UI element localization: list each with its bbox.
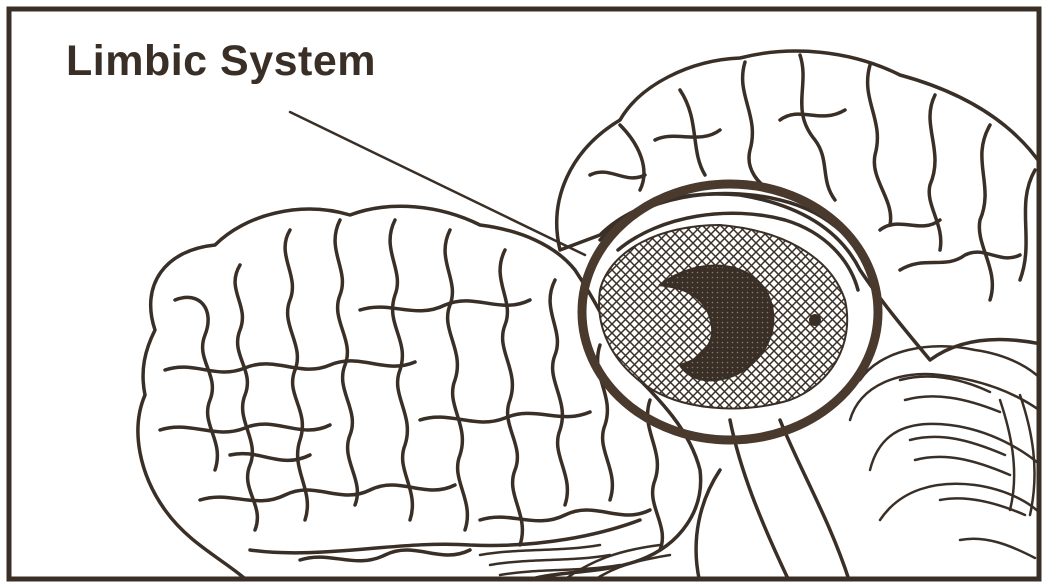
diagram-title: Limbic System bbox=[66, 40, 376, 83]
figure-frame bbox=[9, 9, 1039, 579]
